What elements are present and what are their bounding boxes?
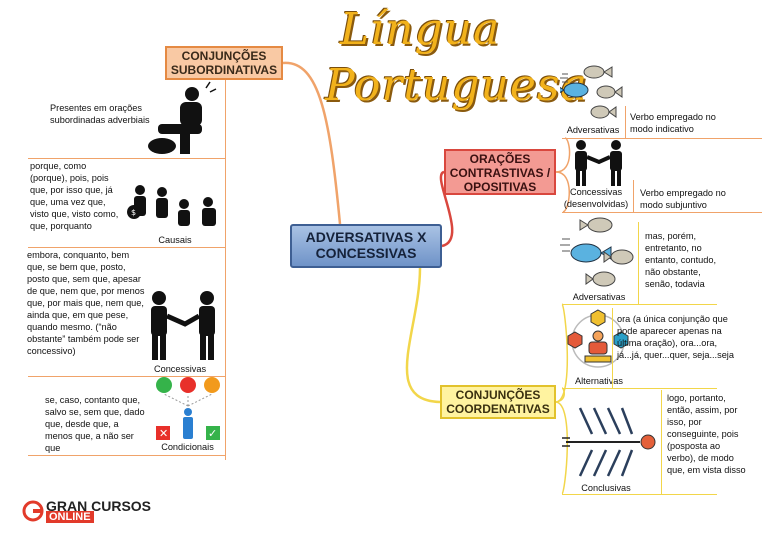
divider [638,222,639,304]
logo-line1: GRAN CURSOS [46,498,152,514]
concessivas-label: Concessivas [153,364,207,374]
divider [562,494,717,495]
coordenativas-header: CONJUNÇÕES COORDENATIVAS [440,385,556,419]
alternatives-icon [567,309,629,368]
divider [28,247,226,248]
co-alternativas-text: ora (a única conjunção que pode aparecer… [617,314,734,360]
fish-group-icon [560,217,634,287]
divider [28,455,226,456]
co-adversativas-text: mas, porém, entretanto, no entanto, cont… [645,231,717,289]
logo-line2: ONLINE [46,511,94,523]
intro-text: Presentes em orações subordinadas adverb… [50,103,150,125]
title-line1: Língua [339,4,501,55]
svg-text:✓: ✓ [208,427,217,440]
divider [28,376,226,377]
svg-text:$: $ [131,208,136,217]
title-line2: Portuguesa [325,60,588,111]
co-conclusivas-label: Conclusivas [581,483,631,493]
decision-icon: ✕ ✓ [156,377,220,440]
fish-group-icon [560,65,623,119]
concessivas-text: embora, conquanto, bem que, se bem que, … [27,250,145,356]
divider [562,304,717,305]
people-money-icon: $ [127,185,216,226]
svg-text:✕: ✕ [159,427,168,440]
divider [625,106,626,138]
divider [562,388,717,389]
handshake-small-icon [575,140,622,186]
logo-g-icon [22,500,44,522]
center-topic: ADVERSATIVAS X CONCESSIVAS [290,224,442,268]
causais-text: porque, como (porque), pois, pois que, p… [30,161,119,231]
oposicao-header: ORAÇÕES CONTRASTIVAS / OPOSITIVAS [444,149,556,195]
op-adversativas-text: Verbo empregado no modo indicativo [630,112,716,134]
subordinativas-header: CONJUNÇÕES SUBORDINATIVAS [165,46,283,80]
thinking-person-icon [148,81,217,154]
co-adversativas-label: Adversativas [572,292,626,302]
op-concessivas-label: Concessivas (desenvolvidas) [563,187,629,209]
op-adversativas-label: Adversativas [566,125,620,135]
op-concessivas-text: Verbo empregado no modo subjuntivo [640,188,726,210]
handshake-icon [151,291,215,360]
causais-label: Causais [158,235,192,245]
divider [661,390,662,494]
left-trunk [225,80,226,460]
condicionais-label: Condicionais [161,442,214,452]
divider [612,308,613,388]
divider [633,180,634,212]
co-conclusivas-text: logo, portanto, então, assim, por isso, … [667,393,746,475]
divider [28,158,226,159]
divider [562,138,762,139]
co-alternativas-label: Alternativas [574,376,623,386]
converging-arrows-icon [562,407,656,477]
divider [562,212,762,213]
condicionais-text: se, caso, contanto que, salvo se, sem qu… [45,395,145,453]
